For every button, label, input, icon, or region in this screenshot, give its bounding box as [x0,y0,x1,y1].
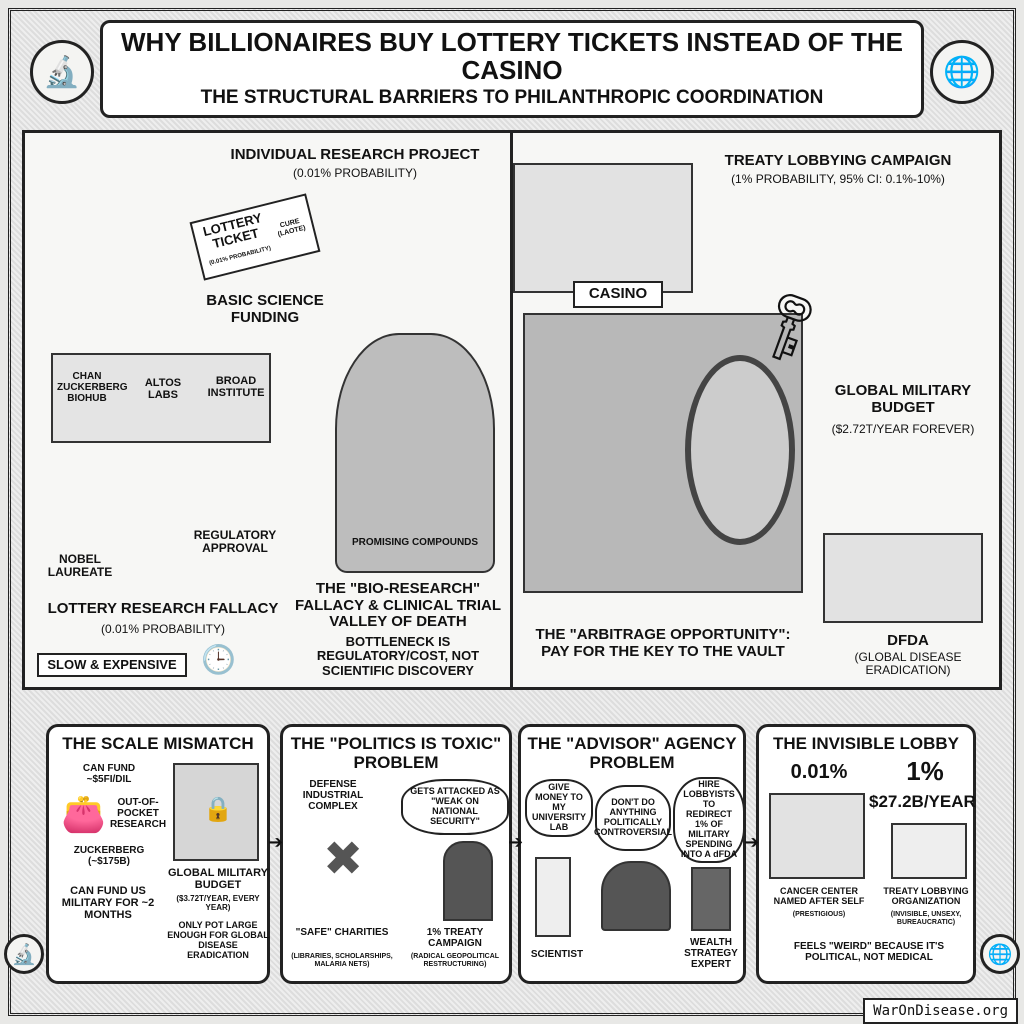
panel-title: THE "POLITICS IS TOXIC" PROBLEM [290,734,502,772]
footer-url[interactable]: WarOnDisease.org [863,998,1018,1024]
dfda-label: dFDA [887,632,929,649]
bio-subtitle: BOTTLENECK IS REGULATORY/COST, NOT SCIEN… [316,634,480,678]
scale-mismatch-panel: THE SCALE MISMATCH CAN FUND ~$5FI/DIL 👛 … [46,724,270,984]
invisible-lobby-panel: THE INVISIBLE LOBBY 0.01% 1% $27.2B/YEAR… [756,724,976,984]
globe-icon: 🌐 [980,934,1020,974]
only-pot-label: ONLY POT LARGE ENOUGH FOR GLOBAL DISEASE… [167,920,269,960]
institute-label: BROAD INSTITUTE [207,375,265,400]
safe-charities-sub: (LIBRARIES, SCHOLARSHIPS, MALARIA NETS) [291,953,393,968]
treaty-org-label: TREATY LOBBYING ORGANIZATION [883,886,969,906]
casino-panel: CASINO TREATY LOBBYING CAMPAIGN (1% PROB… [510,130,1002,690]
page-title: WHY BILLIONAIRES BUY LOTTERY TICKETS INS… [121,27,903,86]
vault-door [685,355,795,545]
slow-expensive-label: SLOW & EXPENSIVE [37,653,187,678]
can-fund-us-label: CAN FUND US MILITARY FOR ~2 MONTHS [61,885,155,922]
expert-figure [691,867,731,931]
ticket-cure: CURE (LAOTE) [277,217,307,238]
panel-title: THE "ADVISOR" AGENCY PROBLEM [527,734,737,772]
microscope-icon: 🔬 [4,934,44,974]
title-banner: WHY BILLIONAIRES BUY LOTTERY TICKETS INS… [100,20,924,119]
individual-title: INDIVIDUAL RESEARCH PROJECT [230,146,480,163]
cross-gears-icon: ✖ [323,831,364,887]
arrow-right-icon: ➔ [508,832,524,853]
nobel-laureate-label: NOBEL LAUREATE [47,552,113,580]
scientist-figure [535,857,571,937]
wallet-icon: 👛 [61,794,106,835]
politics-panel: THE "POLITICS IS TOXIC" PROBLEM DEFENSE … [280,724,512,984]
billionaire-figure [601,861,671,931]
speech-bubble: HIRE LOBBYISTS TO REDIRECT 1% OF MILITAR… [673,777,745,863]
lobbying-office [891,823,967,879]
speech-bubble: GETS ATTACKED AS "WEAK ON NATIONAL SECUR… [401,779,509,835]
lock-icon: 🔒 [203,795,233,823]
politician-figure [443,841,493,921]
institute-label: ALTOS LABS [144,377,182,402]
cancer-center-label: CANCER CENTER NAMED AFTER SELF [773,886,865,906]
budget-label: GLOBAL MILITARY BUDGET [167,867,268,892]
treaty-org-sub: (INVISIBLE, UNSEXY, BUREAUCRATIC) [890,911,962,926]
speech-bubble: GIVE MONEY TO MY UNIVERSITY LAB [525,779,593,837]
regulatory-label: REGULATORY APPROVAL [193,528,277,556]
bio-title: THE "BIO-RESEARCH" FALLACY & CLINICAL TR… [294,580,502,630]
treaty-campaign-sub: (RADICAL GEOPOLITICAL RESTRUCTURING) [410,953,500,968]
safe-charities-label: "SAFE" CHARITIES [295,927,389,938]
clock-icon: 🕒 [201,643,236,676]
advisor-panel: THE "ADVISOR" AGENCY PROBLEM GIVE MONEY … [518,724,746,984]
dfda-building [823,533,983,623]
lottery-ticket: LOTTERY TICKET (0.01% PROBABILITY) CURE … [189,193,321,281]
casino-sign: CASINO [573,281,663,308]
lottery-panel: INDIVIDUAL RESEARCH PROJECT (0.01% PROBA… [22,130,514,690]
individual-prob: (0.01% PROBABILITY) [292,166,418,180]
institutes-building: CHAN ZUCKERBERG BIOHUB ALTOS LABS BROAD … [51,353,271,443]
fallacy-title: LOTTERY RESEARCH FALLACY [47,600,279,617]
feels-weird-label: FEELS "WEIRD" BECAUSE IT'S POLITICAL, NO… [793,941,945,963]
globe-icon: 🌐 [930,40,994,104]
dfda-sub: (GLOBAL DISEASE ERADICATION) [854,650,962,678]
treaty-prob: (1% PROBABILITY, 95% CI: 0.1%-10%) [731,172,945,186]
arbitrage-label: THE "ARBITRAGE OPPORTUNITY": PAY FOR THE… [535,626,791,660]
zuckerberg-label: ZUCKERBERG (~$175B) [73,845,145,867]
amount-label: $27.2B/YEAR [869,792,976,811]
fallacy-prob: (0.01% PROBABILITY) [100,622,226,636]
page-subtitle: THE STRUCTURAL BARRIERS TO PHILANTHROPIC… [200,87,824,109]
institute-label: CHAN ZUCKERBERG BIOHUB [57,371,128,404]
panel-title: THE SCALE MISMATCH [62,734,254,753]
compounds-label: PROMISING COMPOUNDS [351,537,479,548]
microscope-icon: 🔬 [30,40,94,104]
military-sub: ($2.72T/YEAR FOREVER) [831,422,975,436]
scientist-label: SCIENTIST [530,949,584,960]
treaty-campaign-label: 1% TREATY CAMPAIGN [426,927,484,949]
basic-science-label: BASIC SCIENCE FUNDING [206,292,324,326]
cancer-center-building [769,793,865,879]
treaty-title: TREATY LOBBYING CAMPAIGN [724,152,952,169]
safe-icon: 🔒 [173,763,259,861]
expert-label: WEALTH STRATEGY EXPERT [684,937,738,970]
arrow-right-icon: ➔ [268,832,284,853]
speech-bubble: DON'T DO ANYTHING POLITICALLY CONTROVERS… [594,785,672,851]
budget-sub: ($3.72T/YEAR, EVERY YEAR) [176,894,260,912]
cancer-center-sub: (PRESTIGIOUS) [792,911,846,918]
oop-label: OUT-OF-POCKET RESEARCH [109,797,167,830]
research-machine [335,333,495,573]
percent-low: 0.01% [790,761,848,783]
defense-label: DEFENSE INDUSTRIAL COMPLEX [302,779,364,812]
arrow-right-icon: ➔ [744,832,760,853]
percent-high: 1% [906,756,944,786]
military-title: GLOBAL MILITARY BUDGET [834,382,972,416]
casino-building [513,163,693,293]
panel-title: THE INVISIBLE LOBBY [772,734,960,753]
vault [523,313,803,593]
can-fund-label: CAN FUND ~$5FI/DIL [82,763,136,785]
